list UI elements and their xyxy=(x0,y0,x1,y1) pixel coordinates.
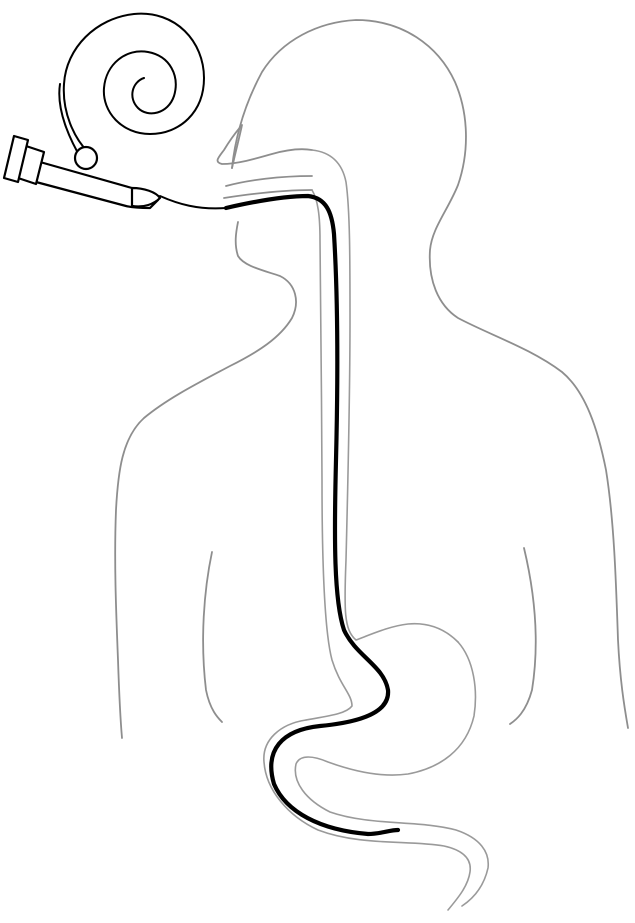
duodenum-inner-wall xyxy=(264,720,470,910)
endoscope xyxy=(4,14,398,834)
gi-tract xyxy=(264,150,488,910)
endoscope-tube xyxy=(226,196,398,834)
upper-lip xyxy=(226,176,312,186)
control-knob xyxy=(75,147,97,169)
left-torso-crease xyxy=(203,552,222,722)
head-back-outline xyxy=(232,20,628,728)
chin-and-left-arm xyxy=(115,222,296,738)
scope-neck xyxy=(160,196,226,208)
esophagus-left-wall xyxy=(306,190,352,720)
face-profile-upper xyxy=(218,125,312,168)
right-torso-crease xyxy=(510,548,536,724)
stomach-outer-wall xyxy=(295,642,488,906)
coiled-cable xyxy=(64,14,204,152)
human-body-silhouette xyxy=(115,20,628,738)
